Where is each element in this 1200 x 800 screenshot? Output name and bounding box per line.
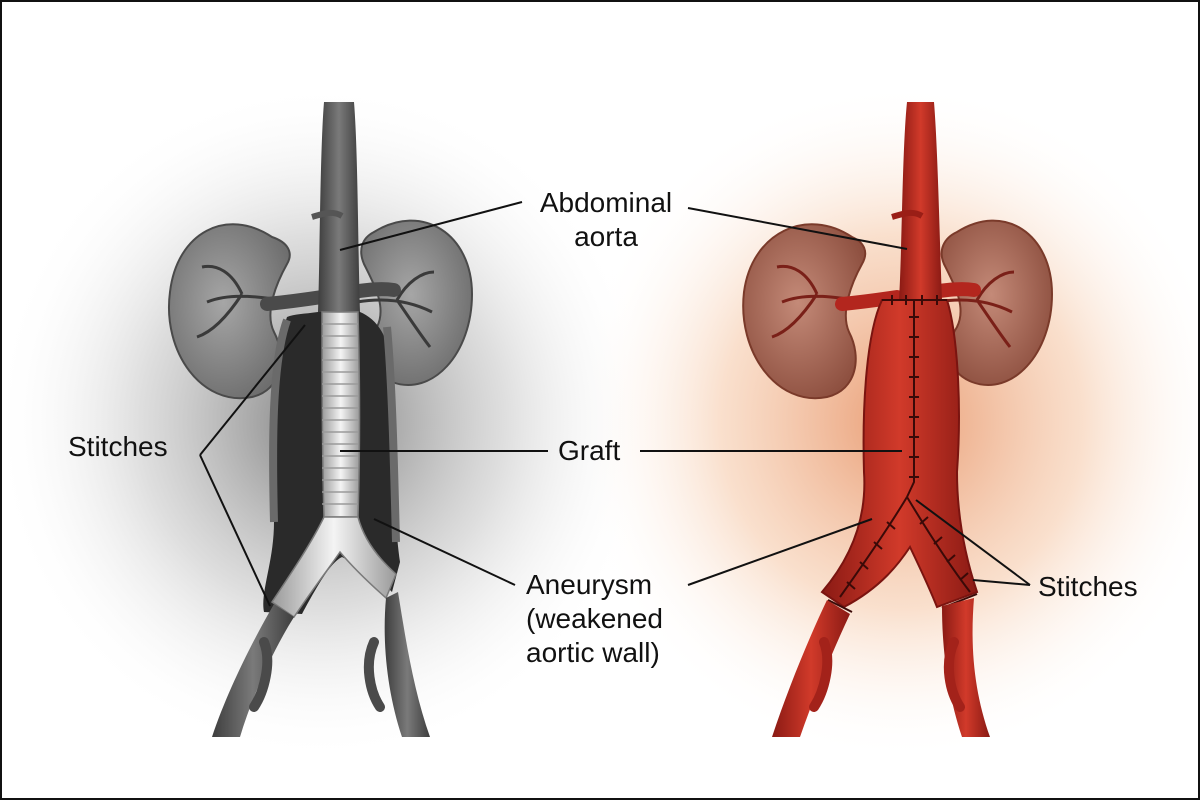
right-kidney-right bbox=[940, 219, 1054, 386]
left-graft-bifurcation bbox=[270, 516, 397, 619]
right-iliac-left bbox=[772, 600, 850, 737]
left-graft bbox=[321, 311, 361, 518]
label-abdominal-aorta: Abdominal aorta bbox=[530, 186, 682, 254]
right-aneurysm-closed bbox=[820, 299, 979, 609]
left-upper-aorta bbox=[318, 102, 360, 312]
label-stitches-left: Stitches bbox=[68, 431, 168, 462]
leader-aneurysm-right bbox=[687, 518, 873, 586]
leader-stitches-left-top bbox=[199, 324, 306, 456]
label-aneurysm: Aneurysm (weakened aortic wall) bbox=[526, 568, 663, 670]
left-graft-ribs bbox=[322, 323, 358, 505]
leader-stitches-left-bottom bbox=[199, 454, 271, 607]
right-panel bbox=[572, 82, 1198, 762]
left-iliac-left bbox=[212, 604, 294, 737]
label-stitches-right: Stitches bbox=[1038, 571, 1138, 602]
label-aneurysm-line1: Aneurysm bbox=[526, 569, 653, 600]
label-abdominal-aorta-line1: Abdominal bbox=[539, 187, 673, 218]
label-aneurysm-line3: aortic wall) bbox=[526, 637, 660, 668]
leader-stitches-right-top bbox=[915, 499, 1031, 586]
left-iliac-right bbox=[384, 592, 430, 737]
label-aneurysm-line2: (weakened bbox=[526, 603, 663, 634]
right-upper-aorta bbox=[899, 102, 942, 300]
leader-aneurysm-left bbox=[373, 518, 516, 586]
leader-aorta-left bbox=[339, 201, 523, 251]
leader-lines bbox=[199, 201, 1031, 607]
label-graft: Graft bbox=[558, 435, 621, 466]
right-stitch-ticks bbox=[846, 295, 969, 590]
label-abdominal-aorta-line2: aorta bbox=[574, 221, 638, 252]
left-panel bbox=[2, 82, 652, 762]
left-kidney-branches bbox=[196, 264, 435, 348]
leader-aorta-right bbox=[687, 207, 908, 250]
leader-stitches-right-bottom bbox=[972, 579, 1031, 586]
left-renal-artery-left bbox=[260, 290, 329, 311]
